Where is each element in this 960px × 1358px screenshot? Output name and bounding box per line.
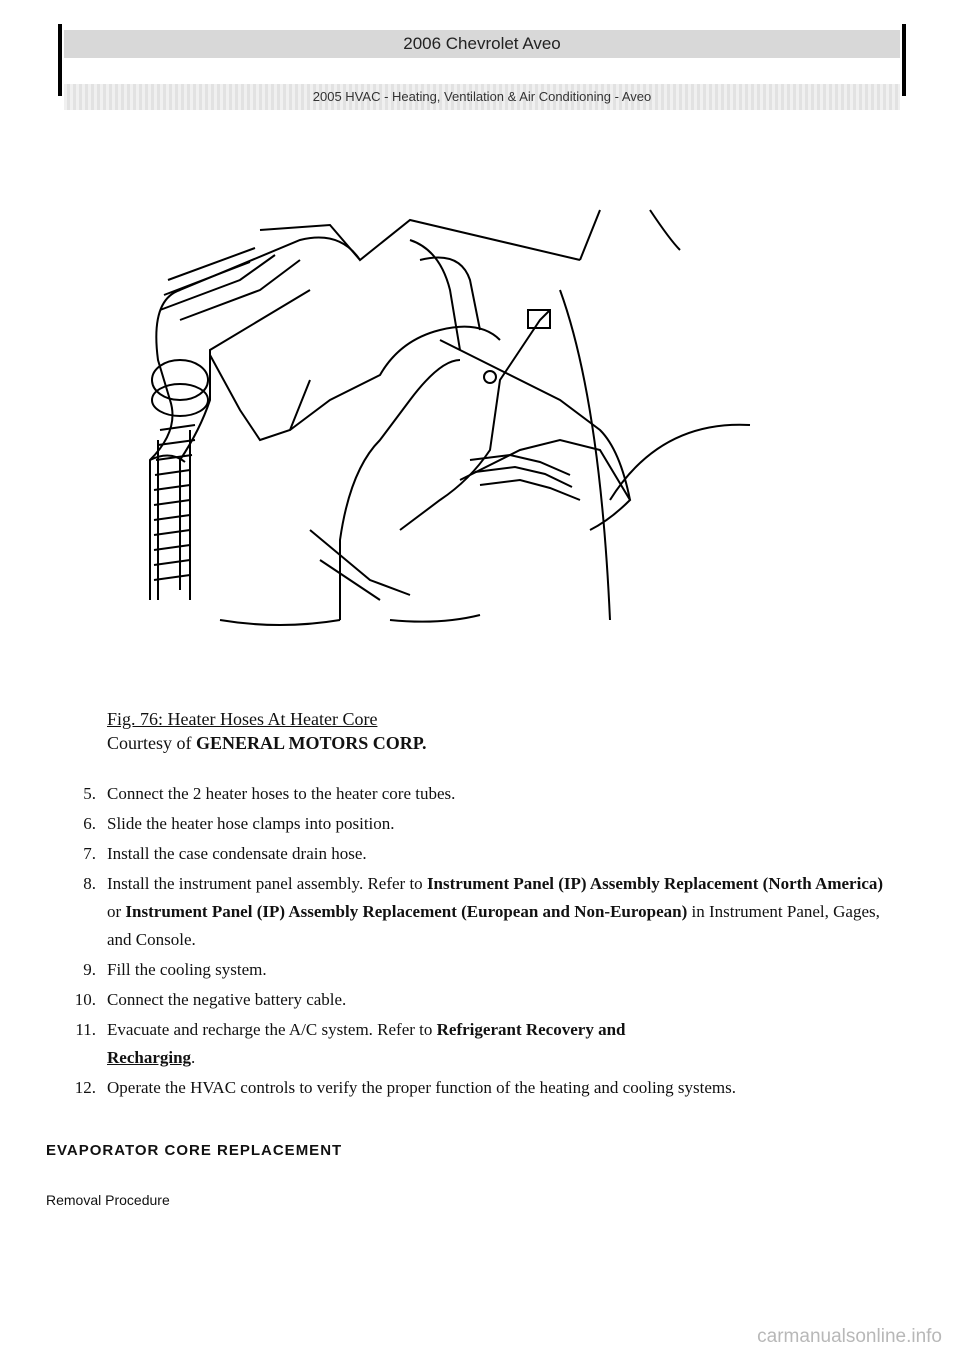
step-text-pre: Evacuate and recharge the A/C system. Re… [107,1020,437,1039]
step-text: Connect the negative battery cable. [107,990,347,1009]
courtesy-brand: GENERAL MOTORS CORP. [196,733,427,753]
step-text-post: . [191,1048,196,1067]
procedure-steps: 5. Connect the 2 heater hoses to the heat… [40,780,900,1104]
step-text-pre: Install the instrument panel assembly. R… [107,874,427,893]
section-subheading: Removal Procedure [46,1192,170,1208]
step-number: 5. [83,784,96,803]
header-right-rule [902,24,906,96]
step-number: 10. [74,990,96,1009]
corrugated-hose [153,424,196,600]
figure-caption-block: Fig. 76: Heater Hoses At Heater Core Cou… [107,707,427,755]
step-6: 6. Slide the heater hose clamps into posi… [40,810,900,838]
step-text-post: in Instrument Panel, Gages, and Console. [107,902,880,949]
hose-clamp [151,359,209,417]
step-5: 5. Connect the 2 heater hoses to the heat… [40,780,900,808]
step-8: 8. Install the instrument panel assembly.… [40,870,900,954]
document-header: 2006 Chevrolet Aveo 2005 HVAC - Heating,… [58,24,906,110]
ref-link-recharging[interactable]: Recharging [107,1048,192,1067]
watermark: carmanualsonline.info [757,1326,942,1347]
step-number: 6. [83,814,96,833]
step-number: 7. [83,844,96,863]
step-9: 9. Fill the cooling system. [40,956,900,984]
courtesy-prefix: Courtesy of [107,733,192,753]
header-subtitle: 2005 HVAC - Heating, Ventilation & Air C… [64,84,900,110]
step-number: 9. [83,960,96,979]
step-number: 11. [75,1020,96,1039]
step-7: 7. Install the case condensate drain hose… [40,840,900,868]
step-number: 8. [83,874,96,893]
figure-courtesy: Courtesy of GENERAL MOTORS CORP. [107,731,427,755]
header-title: 2006 Chevrolet Aveo [64,30,900,58]
ref-link-ip-north-america[interactable]: Instrument Panel (IP) Assembly Replaceme… [426,874,884,893]
step-text: Operate the HVAC controls to verify the … [107,1078,737,1097]
step-text: Install the case condensate drain hose. [107,844,367,863]
header-left-rule [58,24,62,96]
step-text: Connect the 2 heater hoses to the heater… [107,784,456,803]
section-heading: EVAPORATOR CORE REPLACEMENT [46,1142,343,1159]
ref-link-ip-european[interactable]: Instrument Panel (IP) Assembly Replaceme… [125,902,688,921]
step-10: 10. Connect the negative battery cable. [40,986,900,1014]
step-11: 11. Evacuate and recharge the A/C system.… [40,1016,900,1072]
heater-hose-illustration [149,209,751,626]
step-text: Slide the heater hose clamps into positi… [107,814,395,833]
ref-link-refrigerant-recovery[interactable]: Refrigerant Recovery and [436,1020,626,1039]
step-text-mid: or [107,902,126,921]
step-12: 12. Operate the HVAC controls to verify t… [40,1074,900,1102]
step-number: 12. [74,1078,96,1097]
step-text: Fill the cooling system. [107,960,267,979]
figure-caption: Fig. 76: Heater Hoses At Heater Core [107,709,378,729]
